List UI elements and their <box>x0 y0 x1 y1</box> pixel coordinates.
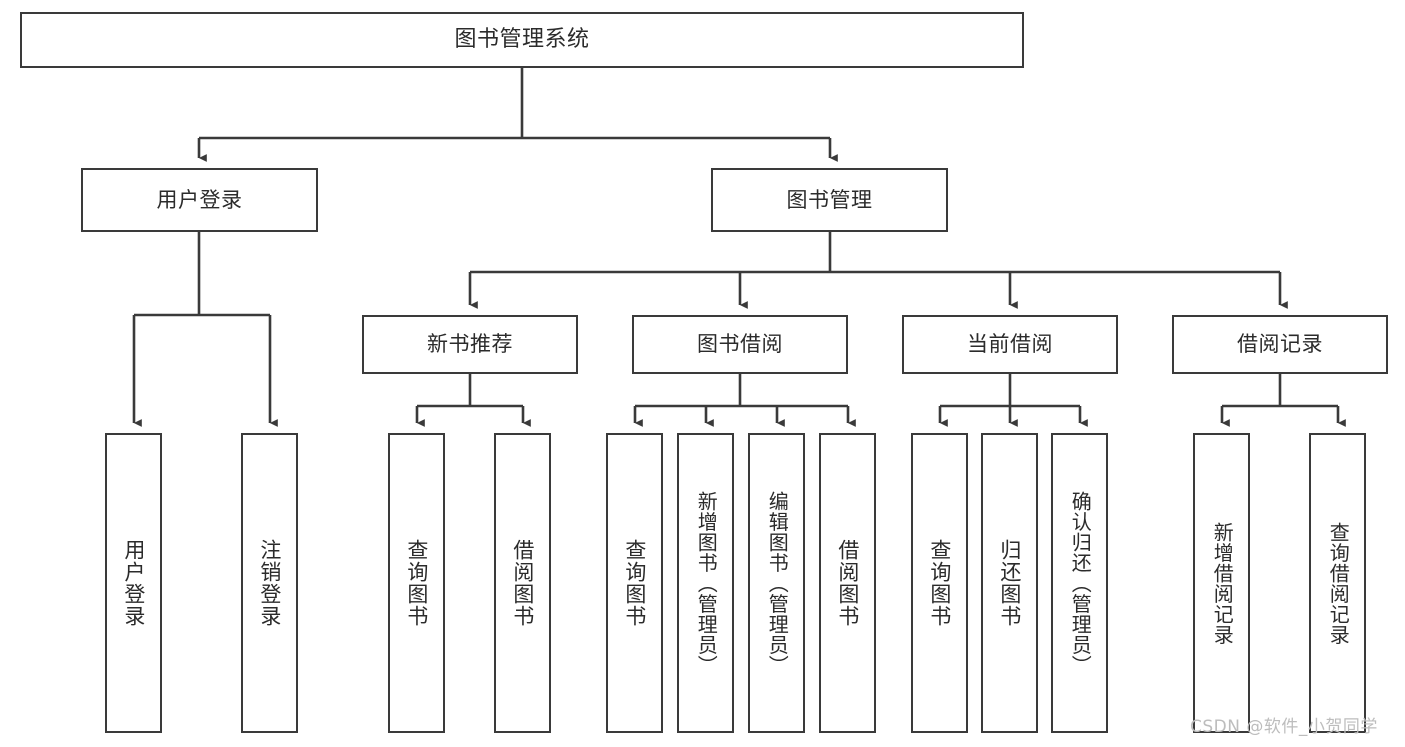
node-label: 编辑图书（管理员） <box>765 490 790 676</box>
node-label: 当前借阅 <box>967 332 1053 357</box>
node-label: 借阅图书 <box>835 539 860 627</box>
node-new-book-recommend[interactable]: 新书推荐 <box>362 315 578 374</box>
node-label: 借阅记录 <box>1237 332 1323 357</box>
leaf-add-book-admin[interactable]: 新增图书（管理员） <box>677 433 734 733</box>
leaf-query-book-current[interactable]: 查询图书 <box>911 433 968 733</box>
leaf-borrow-book-recommend[interactable]: 借阅图书 <box>494 433 551 733</box>
leaf-logout[interactable]: 注销登录 <box>241 433 298 733</box>
node-label: 新书推荐 <box>427 332 513 357</box>
node-label: 新增借阅记录 <box>1210 521 1235 645</box>
node-label: 借阅图书 <box>510 539 535 627</box>
node-book-management[interactable]: 图书管理 <box>711 168 948 232</box>
leaf-return-book[interactable]: 归还图书 <box>981 433 1038 733</box>
node-label: 查询图书 <box>927 539 952 627</box>
node-label: 查询借阅记录 <box>1326 521 1351 645</box>
node-borrow-record[interactable]: 借阅记录 <box>1172 315 1388 374</box>
leaf-query-borrow-record[interactable]: 查询借阅记录 <box>1309 433 1366 733</box>
node-label: 归还图书 <box>997 539 1022 627</box>
leaf-query-book-recommend[interactable]: 查询图书 <box>388 433 445 733</box>
node-root-system[interactable]: 图书管理系统 <box>20 12 1024 68</box>
node-label: 注销登录 <box>257 539 282 627</box>
leaf-user-login[interactable]: 用户登录 <box>105 433 162 733</box>
leaf-confirm-return-admin[interactable]: 确认归还（管理员） <box>1051 433 1108 733</box>
watermark: CSDN @软件_小贺同学 <box>1190 717 1378 737</box>
node-label: 确认归还（管理员） <box>1068 490 1093 676</box>
node-book-borrow[interactable]: 图书借阅 <box>632 315 848 374</box>
leaf-edit-book-admin[interactable]: 编辑图书（管理员） <box>748 433 805 733</box>
node-label: 图书借阅 <box>697 332 783 357</box>
leaf-borrow-book[interactable]: 借阅图书 <box>819 433 876 733</box>
node-current-borrow[interactable]: 当前借阅 <box>902 315 1118 374</box>
node-label: 查询图书 <box>404 539 429 627</box>
node-label: 图书管理系统 <box>454 27 590 53</box>
node-label: 新增图书（管理员） <box>694 490 719 676</box>
node-user-login[interactable]: 用户登录 <box>81 168 318 232</box>
node-label: 用户登录 <box>121 539 146 627</box>
node-label: 查询图书 <box>622 539 647 627</box>
node-label: 图书管理 <box>786 187 873 212</box>
leaf-query-book-borrow[interactable]: 查询图书 <box>606 433 663 733</box>
node-label: 用户登录 <box>156 187 243 212</box>
leaf-add-borrow-record[interactable]: 新增借阅记录 <box>1193 433 1250 733</box>
